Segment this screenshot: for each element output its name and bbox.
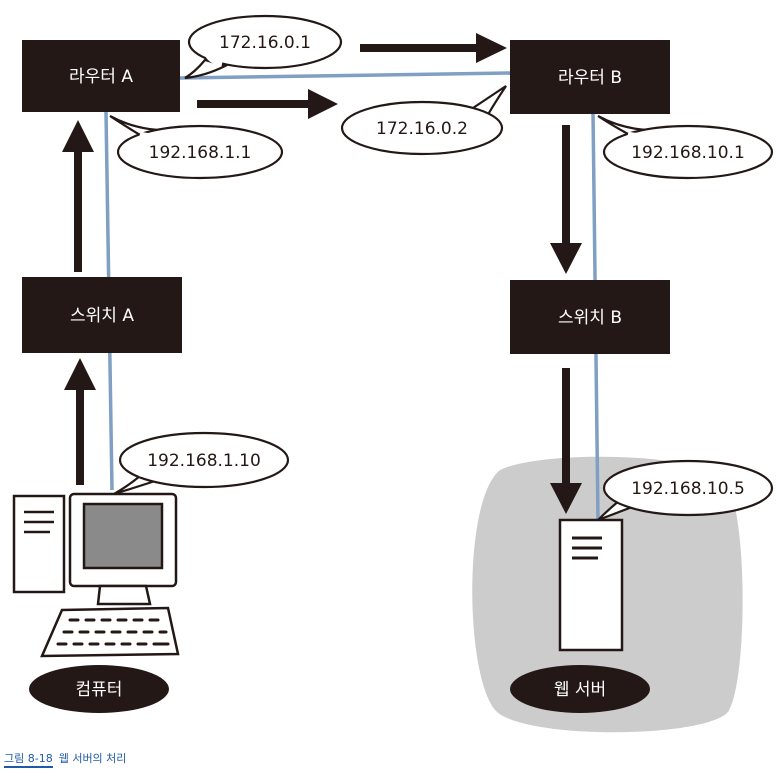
link-router-a-router-b [179,71,511,80]
web-server-icon [558,518,624,652]
ip-computer: 192.168.1.10 [147,451,261,471]
router-a-label: 라우터 A [69,67,133,87]
web-server-label-text: 웹 서버 [554,680,606,700]
switch-a-box [22,277,182,353]
router-b-box [510,40,670,114]
server-tower [558,518,624,652]
router-a: 라우터 A [22,40,180,112]
arrow-down-to-web-server [550,368,582,514]
router-b-label: 라우터 B [558,68,622,88]
arrow-right-bottom [197,89,338,119]
arrow-up-to-switch-a [64,358,96,485]
arrow-up-to-router-a [62,120,94,272]
bubble-web-server: 192.168.10.5 [597,459,774,522]
ip-router-b-wan: 172.16.0.2 [376,119,468,139]
arrow-right-top [360,33,507,63]
switch-b-box [510,280,670,354]
computer-icon [12,492,180,658]
router-b: 라우터 B [510,40,670,114]
ip-router-b-lan: 192.168.10.1 [631,143,745,163]
computer-label-text: 컴퓨터 [76,680,123,700]
bubble-router-a-wan: 172.16.0.1 [184,14,343,80]
pc-keyboard [40,606,180,658]
arrow-down-to-switch-b [550,125,582,274]
switch-b: 스위치 B [510,280,670,354]
pc-screen [82,502,164,570]
figure-caption: 그림 8-18 웹 서버의 처리 [4,750,127,768]
ip-web-server: 192.168.10.5 [631,479,745,499]
flow-arrows [62,33,582,514]
figure-title: 웹 서버의 처리 [58,752,127,765]
bubble-router-b-wan: 172.16.0.2 [340,85,507,156]
ip-router-a-wan: 172.16.0.1 [219,33,311,53]
figure-number: 그림 8-18 [4,752,53,768]
router-a-box [22,40,180,112]
bubble-router-b-lan: 192.168.10.1 [597,115,774,180]
ip-router-a-lan: 192.168.1.1 [149,143,252,163]
switch-a-label: 스위치 A [70,306,134,326]
bubble-router-a-lan: 192.168.1.1 [109,115,284,180]
computer-label: 컴퓨터 [29,665,169,713]
web-server-label: 웹 서버 [510,665,650,713]
switch-a: 스위치 A [22,277,182,353]
switch-b-label: 스위치 B [558,308,622,328]
pc-tower [12,494,66,594]
bubble-computer: 192.168.1.10 [113,431,290,496]
